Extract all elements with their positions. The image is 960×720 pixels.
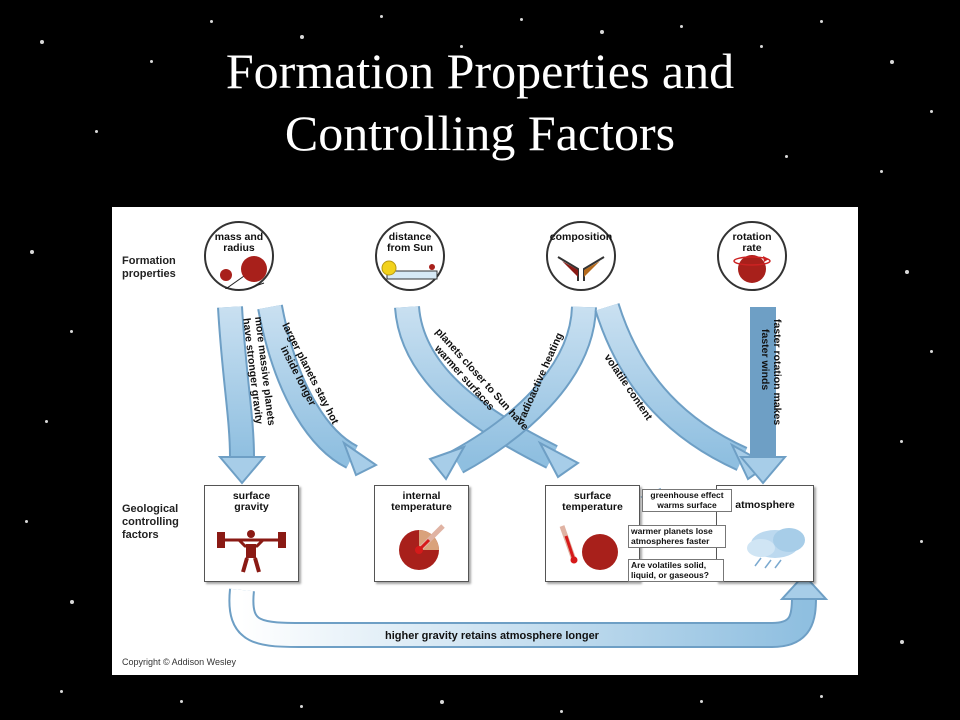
property-composition: composition	[546, 221, 616, 291]
sun-distance-ruler-icon	[381, 260, 438, 280]
star	[45, 420, 48, 423]
star	[600, 30, 604, 34]
star	[890, 60, 894, 64]
star	[40, 40, 44, 44]
star	[30, 250, 34, 254]
star	[60, 690, 63, 693]
star	[785, 155, 788, 158]
star	[930, 110, 933, 113]
arrow-rotation-to-atmosphere	[738, 307, 788, 485]
arrow-gravity-to-atmosphere-bottom	[228, 573, 829, 649]
slide-title: Formation Properties and Controlling Fac…	[0, 40, 960, 164]
star	[520, 18, 523, 21]
arrow-mass-to-gravity	[217, 306, 267, 485]
star	[700, 700, 703, 703]
row-label-geological: Geological controlling factors	[122, 503, 179, 541]
star	[880, 170, 883, 173]
star	[820, 695, 823, 698]
star	[560, 710, 563, 713]
arrow-composition-to-internal	[428, 305, 597, 481]
star	[150, 60, 153, 63]
title-line-1: Formation Properties and	[225, 43, 735, 99]
star	[300, 35, 304, 39]
beakers-icon	[557, 256, 605, 281]
row-label-formation: Formation properties	[122, 255, 176, 280]
star	[460, 45, 463, 48]
star	[900, 440, 903, 443]
cloud-rain-icon	[747, 528, 805, 569]
planet-cutaway-thermometer-icon	[399, 524, 445, 570]
star	[210, 20, 213, 23]
label-bottom-gravity: higher gravity retains atmosphere longer	[385, 630, 600, 642]
star	[820, 20, 823, 23]
star	[70, 600, 74, 604]
factor-atmosphere: atmosphere	[716, 485, 814, 582]
star	[900, 640, 904, 644]
star	[920, 540, 923, 543]
arrow-mass-to-internal	[257, 304, 378, 477]
weightlifter-icon	[217, 530, 286, 573]
star	[905, 270, 909, 274]
planets-size-icon	[220, 256, 267, 289]
star	[180, 700, 183, 703]
star	[380, 15, 383, 18]
planet-thermometer-icon	[559, 525, 618, 570]
diagram-panel: more massive planets have stronger gravi…	[112, 207, 858, 675]
copyright-notice: Copyright © Addison Wesley	[122, 657, 237, 667]
star	[440, 700, 444, 704]
label-rotation: faster rotation makes faster winds	[759, 319, 783, 428]
star	[95, 130, 98, 133]
arrow-distance-to-surface-temp	[394, 305, 580, 479]
flow-arrows: more massive planets have stronger gravi…	[217, 303, 829, 649]
title-line-2: Controlling Factors	[284, 105, 676, 161]
star	[930, 350, 933, 353]
star	[680, 25, 683, 28]
star	[70, 330, 73, 333]
rotating-planet-icon	[733, 255, 771, 283]
star	[300, 705, 303, 708]
callout-volatiles-state: Are volatiles solid,liquid, or gaseous?	[628, 559, 724, 582]
star	[25, 520, 28, 523]
star	[760, 45, 763, 48]
